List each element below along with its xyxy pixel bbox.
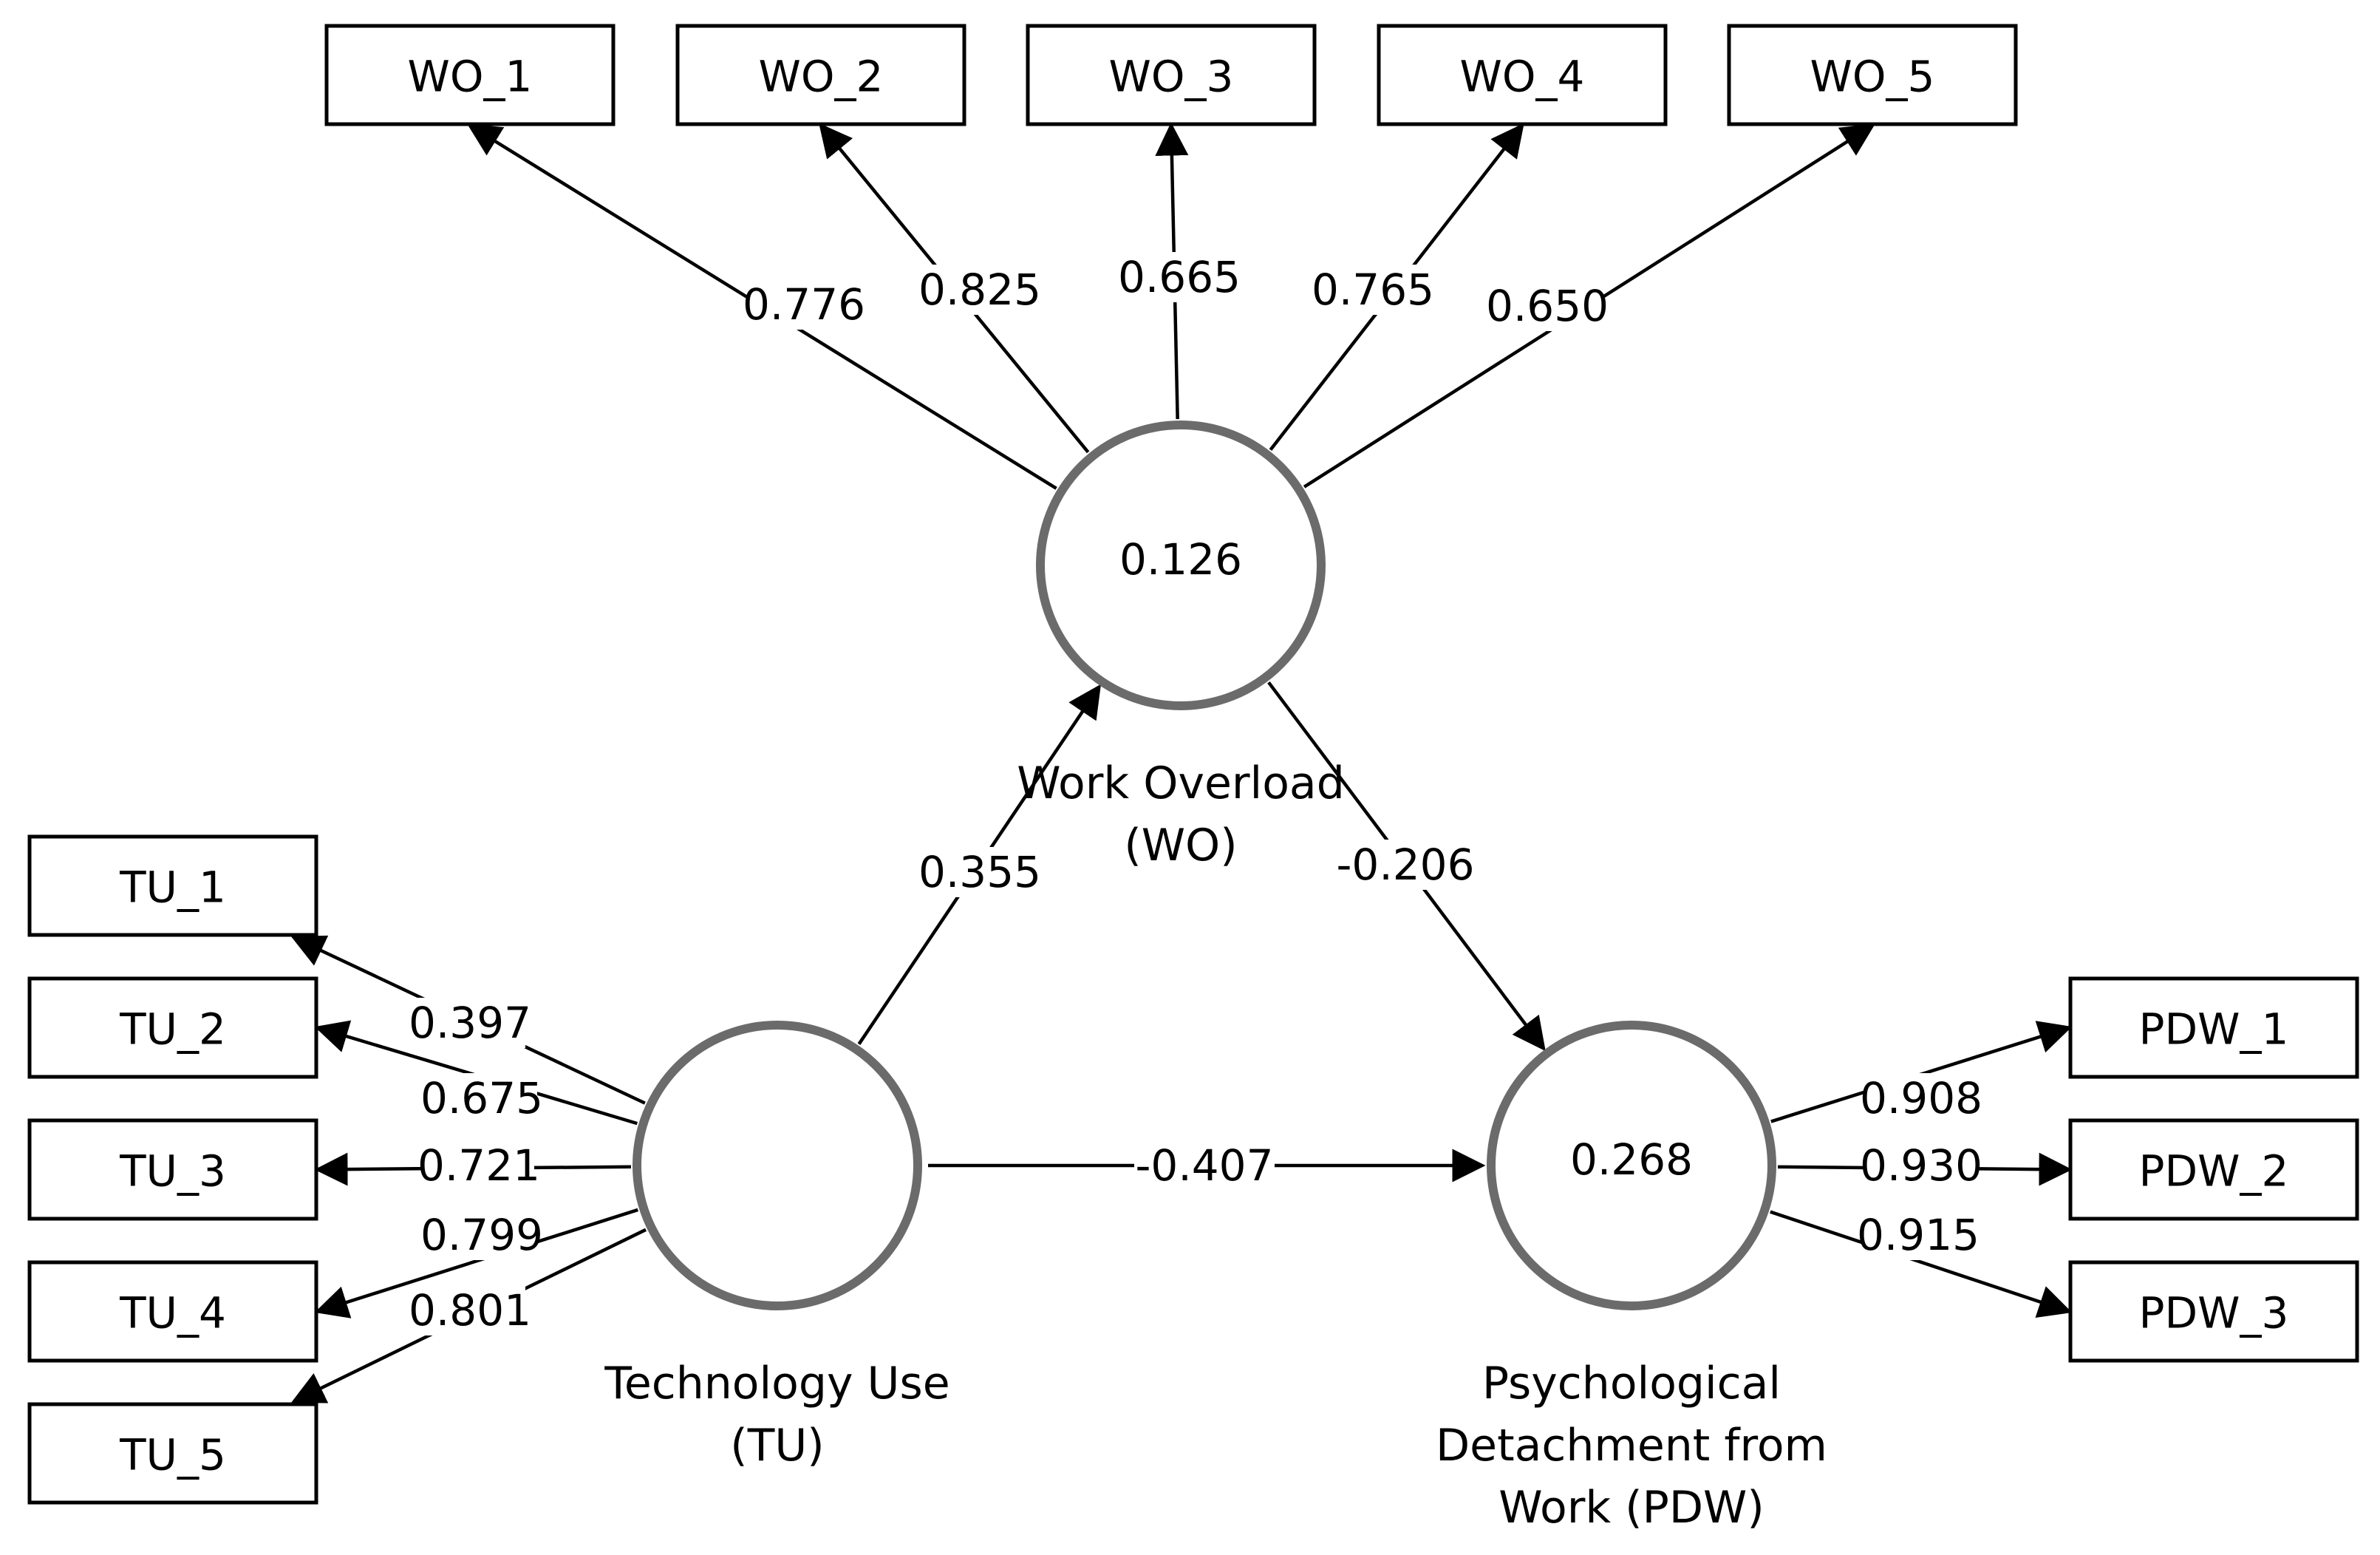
indicator-box-pdw-3 — [2068, 1260, 2359, 1363]
construct-circle-pdw — [1487, 1021, 1776, 1310]
loading-label-tu-4: 0.799 — [420, 1210, 543, 1260]
indicator-label-pdw-1: PDW_1 — [2139, 1004, 2289, 1055]
indicator-label-pdw-3: PDW_3 — [2139, 1288, 2289, 1338]
indicator-pdw-2: PDW_2 — [2068, 1118, 2359, 1221]
loading-label-pdw-1-group: 0.908 — [1860, 1073, 1982, 1123]
construct-name-wo-line-1: Work Overload — [1017, 758, 1345, 809]
loading-label-wo-4-group: 0.765 — [1312, 265, 1434, 315]
construct-name-pdw-line-1: Psychological — [1482, 1358, 1781, 1409]
indicator-wo-1: WO_1 — [324, 24, 616, 126]
indicator-label-tu-4: TU_4 — [119, 1288, 226, 1338]
loading-label-wo-4: 0.765 — [1312, 265, 1434, 315]
loading-label-wo-1-group: 0.776 — [743, 279, 865, 330]
loading-label-wo-5-group: 0.650 — [1486, 281, 1609, 331]
indicator-label-tu-3: TU_3 — [119, 1146, 226, 1197]
indicator-wo-5: WO_5 — [1727, 24, 2018, 126]
loading-label-tu-2: 0.675 — [420, 1073, 543, 1123]
indicator-label-wo-4: WO_4 — [1460, 52, 1585, 102]
construct-wo: 0.126 — [1036, 421, 1326, 710]
indicator-label-tu-2: TU_2 — [119, 1004, 226, 1055]
loading-label-tu-1-group: 0.397 — [409, 998, 531, 1048]
loading-label-tu-5-group: 0.801 — [409, 1285, 531, 1335]
path-coefficient-tu-wo: 0.355 — [918, 847, 1041, 897]
loading-label-pdw-2: 0.930 — [1860, 1140, 1982, 1191]
indicator-box-tu-1 — [27, 834, 318, 937]
indicator-box-tu-5 — [27, 1402, 318, 1505]
indicator-label-wo-5: WO_5 — [1810, 52, 1935, 102]
loading-label-pdw-3: 0.915 — [1857, 1210, 1980, 1260]
construct-name-tu-line-2: (TU) — [730, 1420, 824, 1471]
construct-name-pdw-line-2: Detachment from — [1436, 1420, 1827, 1471]
loading-label-wo-3: 0.665 — [1118, 252, 1241, 302]
loading-label-pdw-3-group: 0.915 — [1857, 1210, 1980, 1260]
indicator-box-wo-3 — [1026, 24, 1317, 126]
indicator-box-wo-5 — [1727, 24, 2018, 126]
r-squared-pdw: 0.268 — [1570, 1134, 1693, 1185]
indicator-pdw-3: PDW_3 — [2068, 1260, 2359, 1363]
indicator-pdw-1: PDW_1 — [2068, 976, 2359, 1079]
loading-label-tu-3-group: 0.721 — [417, 1140, 540, 1191]
indicator-label-wo-1: WO_1 — [408, 52, 533, 102]
indicator-tu-3: TU_3 — [27, 1118, 318, 1221]
loading-label-wo-1: 0.776 — [743, 279, 865, 330]
indicator-label-wo-3: WO_3 — [1109, 52, 1234, 102]
loading-label-wo-2-group: 0.825 — [918, 265, 1041, 315]
path-coefficient-tu-wo-group: 0.355 — [918, 847, 1041, 897]
construct-circle-wo — [1036, 421, 1326, 710]
indicator-tu-1: TU_1 — [27, 834, 318, 937]
indicator-tu-4: TU_4 — [27, 1260, 318, 1363]
construct-circle-tu — [632, 1021, 922, 1310]
indicator-wo-3: WO_3 — [1026, 24, 1317, 126]
indicator-tu-2: TU_2 — [27, 976, 318, 1079]
indicator-box-pdw-2 — [2068, 1118, 2359, 1221]
indicator-box-wo-2 — [675, 24, 966, 126]
loading-label-tu-4-group: 0.799 — [420, 1210, 543, 1260]
path-coefficient-wo-pdw: -0.206 — [1337, 840, 1475, 890]
path-coefficient-tu-pdw-group: -0.407 — [1134, 1140, 1275, 1191]
loading-label-wo-3-group: 0.665 — [1118, 252, 1241, 302]
loading-label-tu-3: 0.721 — [417, 1140, 540, 1191]
indicator-box-tu-4 — [27, 1260, 318, 1363]
loading-label-pdw-2-group: 0.930 — [1860, 1140, 1982, 1191]
indicator-label-tu-1: TU_1 — [119, 862, 226, 913]
construct-name-tu-line-1: Technology Use — [604, 1358, 949, 1409]
loading-arrow-tu-4 — [314, 1208, 638, 1318]
loading-label-pdw-1: 0.908 — [1860, 1073, 1982, 1123]
indicator-box-tu-3 — [27, 1118, 318, 1221]
indicator-label-pdw-2: PDW_2 — [2139, 1146, 2289, 1197]
indicator-wo-2: WO_2 — [675, 24, 966, 126]
construct-tu — [632, 1021, 922, 1310]
indicator-box-wo-1 — [324, 24, 616, 126]
r-squared-wo: 0.126 — [1119, 534, 1242, 585]
construct-pdw: 0.268 — [1487, 1021, 1776, 1310]
indicator-label-wo-2: WO_2 — [759, 52, 884, 102]
path-coefficient-wo-pdw-group: -0.206 — [1335, 840, 1476, 890]
path-coefficient-tu-pdw: -0.407 — [1136, 1140, 1274, 1191]
indicator-box-wo-4 — [1377, 24, 1668, 126]
loading-label-tu-5: 0.801 — [409, 1285, 531, 1335]
loading-label-tu-1: 0.397 — [409, 998, 531, 1048]
indicator-label-tu-5: TU_5 — [119, 1430, 226, 1480]
construct-name-pdw-line-3: Work (PDW) — [1498, 1482, 1764, 1534]
loading-label-wo-5: 0.650 — [1486, 281, 1609, 331]
indicator-tu-5: TU_5 — [27, 1402, 318, 1505]
construct-name-wo-line-2: (WO) — [1124, 820, 1237, 871]
loading-label-wo-2: 0.825 — [918, 265, 1041, 315]
loading-arrow-pdw-3 — [1770, 1210, 2073, 1318]
loading-label-tu-2-group: 0.675 — [420, 1073, 543, 1123]
indicator-wo-4: WO_4 — [1377, 24, 1668, 126]
indicator-box-pdw-1 — [2068, 976, 2359, 1079]
indicator-box-tu-2 — [27, 976, 318, 1079]
